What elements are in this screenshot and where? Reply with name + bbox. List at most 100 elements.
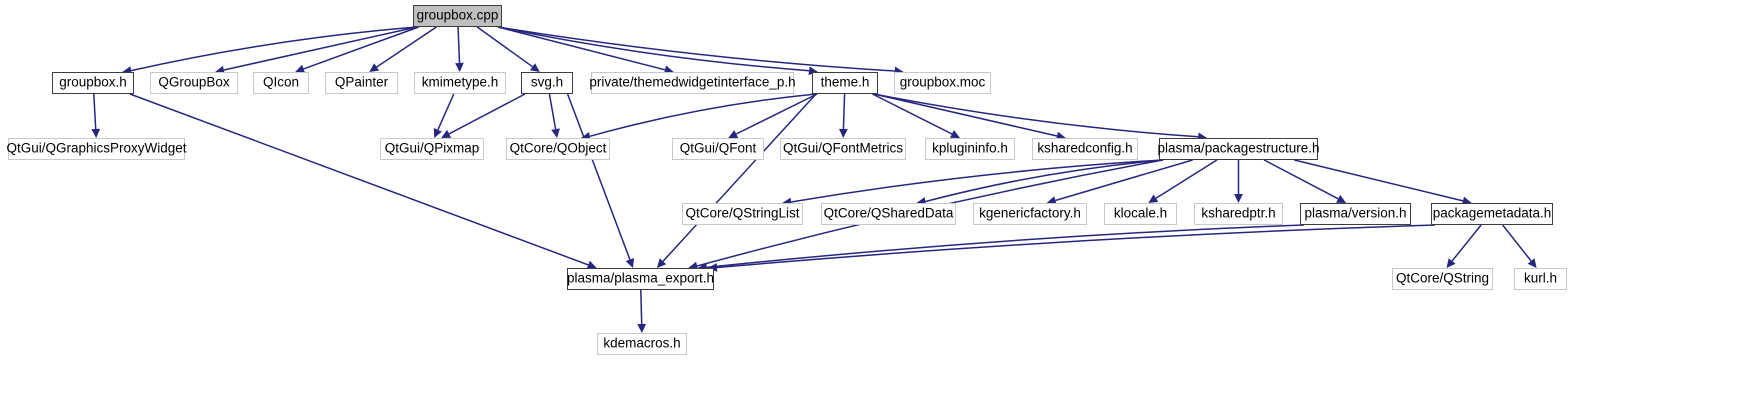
graph-edge-arrowhead <box>1234 194 1243 203</box>
graph-edge <box>376 26 437 68</box>
graph-node-kdemacros_h[interactable]: kdemacros.h <box>597 333 687 355</box>
graph-edge <box>790 159 1164 203</box>
graph-edge <box>662 93 817 262</box>
graph-node-qfontmetrics[interactable]: QtGui/QFontMetrics <box>780 138 906 160</box>
graph-node-label: QtCore/QString <box>1395 270 1490 286</box>
graph-node-label: QtCore/QStringList <box>685 205 800 221</box>
graph-node-label: QPainter <box>334 74 389 90</box>
graph-edge <box>437 93 455 131</box>
graph-edge-arrowhead <box>530 63 540 72</box>
graph-node-qshareddata[interactable]: QtCore/QSharedData <box>821 203 956 225</box>
graph-node-label: ksharedptr.h <box>1201 205 1276 221</box>
graph-edge-arrowhead <box>625 258 634 268</box>
graph-edge <box>1155 159 1218 199</box>
graph-node-label: QtGui/QFont <box>679 140 757 156</box>
graph-node-groupbox_cpp[interactable]: groupbox.cpp <box>413 5 502 27</box>
graph-edge <box>640 289 643 325</box>
graph-edge <box>476 26 533 68</box>
graph-node-label: QtCore/QSharedData <box>823 205 954 221</box>
graph-edge-arrowhead <box>663 65 674 74</box>
graph-edge-arrowhead <box>808 66 818 76</box>
graph-node-ksharedconfig_h[interactable]: ksharedconfig.h <box>1032 138 1138 160</box>
graph-node-label: groupbox.h <box>59 74 127 90</box>
graph-node-qfont[interactable]: QtGui/QFont <box>672 138 764 160</box>
graph-edge <box>1294 159 1464 202</box>
graph-edge-arrowhead <box>91 128 101 138</box>
graph-node-label: plasma/packagestructure.h <box>1157 140 1320 156</box>
graph-node-qpainter[interactable]: QPainter <box>325 72 398 94</box>
graph-edge-arrowhead <box>656 258 667 268</box>
graph-node-label: QIcon <box>262 74 300 90</box>
graph-edge <box>497 26 666 71</box>
graph-edge <box>1451 224 1482 262</box>
graph-node-kmimetype_h[interactable]: kmimetype.h <box>414 72 506 94</box>
graph-node-label: QtCore/QObject <box>509 140 607 156</box>
graph-node-label: groupbox.moc <box>899 74 986 90</box>
graph-edge-arrowhead <box>433 128 442 138</box>
graph-edge <box>716 224 1436 269</box>
graph-node-qgraphicsproxywidget[interactable]: QtGui/QGraphicsProxyWidget <box>6 138 187 160</box>
graph-node-label: kplugininfo.h <box>932 140 1008 156</box>
graph-node-label: kurl.h <box>1523 270 1557 286</box>
graph-node-kgenericfactory_h[interactable]: kgenericfactory.h <box>973 203 1087 225</box>
graph-edge <box>1263 159 1339 200</box>
graph-node-ksharedptr_h[interactable]: ksharedptr.h <box>1194 203 1283 225</box>
graph-edge-arrowhead <box>637 323 647 333</box>
graph-node-label: groupbox.cpp <box>416 7 499 23</box>
graph-node-label: ksharedconfig.h <box>1037 140 1133 156</box>
graph-node-label: klocale.h <box>1113 205 1168 221</box>
graph-edge-arrowhead <box>950 130 960 138</box>
graph-edge-arrowhead <box>1046 196 1057 205</box>
graph-node-label: private/themedwidgetinterface_p.h <box>589 74 796 90</box>
graph-node-qobject[interactable]: QtCore/QObject <box>506 138 610 160</box>
graph-edge-arrowhead <box>441 129 452 138</box>
graph-edge <box>566 93 631 260</box>
graph-edge <box>1055 159 1193 202</box>
graph-node-label: plasma/plasma_export.h <box>566 270 715 286</box>
graph-edge <box>448 93 526 135</box>
graph-edge-arrowhead <box>455 62 464 72</box>
graph-edge-arrowhead <box>728 130 739 138</box>
graph-node-label: plasma/version.h <box>1304 205 1407 221</box>
graph-node-version_h[interactable]: plasma/version.h <box>1300 203 1411 225</box>
graph-node-qicon[interactable]: QIcon <box>253 72 309 94</box>
graph-edge <box>223 26 418 71</box>
graph-edge <box>925 159 1164 203</box>
graph-edge <box>129 93 589 266</box>
graph-node-packagemetadata_h[interactable]: packagemetadata.h <box>1431 203 1553 225</box>
graph-edge-arrowhead <box>839 128 848 138</box>
graph-edge <box>706 224 1305 269</box>
graph-node-kurl_h[interactable]: kurl.h <box>1514 268 1567 290</box>
graph-edge-arrowhead <box>586 260 597 269</box>
graph-edge-arrowhead <box>1336 194 1347 203</box>
graph-edge-arrowhead <box>1527 258 1537 268</box>
graph-edge <box>497 26 895 72</box>
graph-node-qstringlist[interactable]: QtCore/QStringList <box>682 203 803 225</box>
graph-node-groupbox_moc[interactable]: groupbox.moc <box>894 72 991 94</box>
graph-node-svg_h[interactable]: svg.h <box>521 72 573 94</box>
graph-node-theme_h[interactable]: theme.h <box>812 72 878 94</box>
graph-edge <box>93 93 97 130</box>
graph-node-themedwidgetinterface[interactable]: private/themedwidgetinterface_p.h <box>589 72 796 94</box>
graph-node-groupbox_h[interactable]: groupbox.h <box>52 72 134 94</box>
graph-edge <box>130 26 418 72</box>
graph-edge <box>873 93 1199 138</box>
graph-node-label: kmimetype.h <box>421 74 499 90</box>
graph-node-klocale_h[interactable]: klocale.h <box>1104 203 1177 225</box>
graph-edge <box>457 26 461 64</box>
graph-edge <box>497 26 810 72</box>
graph-node-qpixmap[interactable]: QtGui/QPixmap <box>380 138 484 160</box>
graph-node-plasma_export_h[interactable]: plasma/plasma_export.h <box>567 268 714 290</box>
graph-node-label: QGroupBox <box>158 74 230 90</box>
graph-node-packagestructure_h[interactable]: plasma/packagestructure.h <box>1157 138 1320 160</box>
graph-node-qstring[interactable]: QtCore/QString <box>1392 268 1493 290</box>
graph-edge-arrowhead <box>551 128 560 138</box>
graph-node-kplugininfo_h[interactable]: kplugininfo.h <box>925 138 1015 160</box>
graph-edge <box>548 93 557 130</box>
graph-edge-arrowhead <box>1148 194 1159 203</box>
graph-edge <box>1502 224 1532 262</box>
graph-node-qgroupbox[interactable]: QGroupBox <box>150 72 238 94</box>
graph-node-label: QtGui/QGraphicsProxyWidget <box>6 140 187 156</box>
graph-edge <box>842 93 846 130</box>
